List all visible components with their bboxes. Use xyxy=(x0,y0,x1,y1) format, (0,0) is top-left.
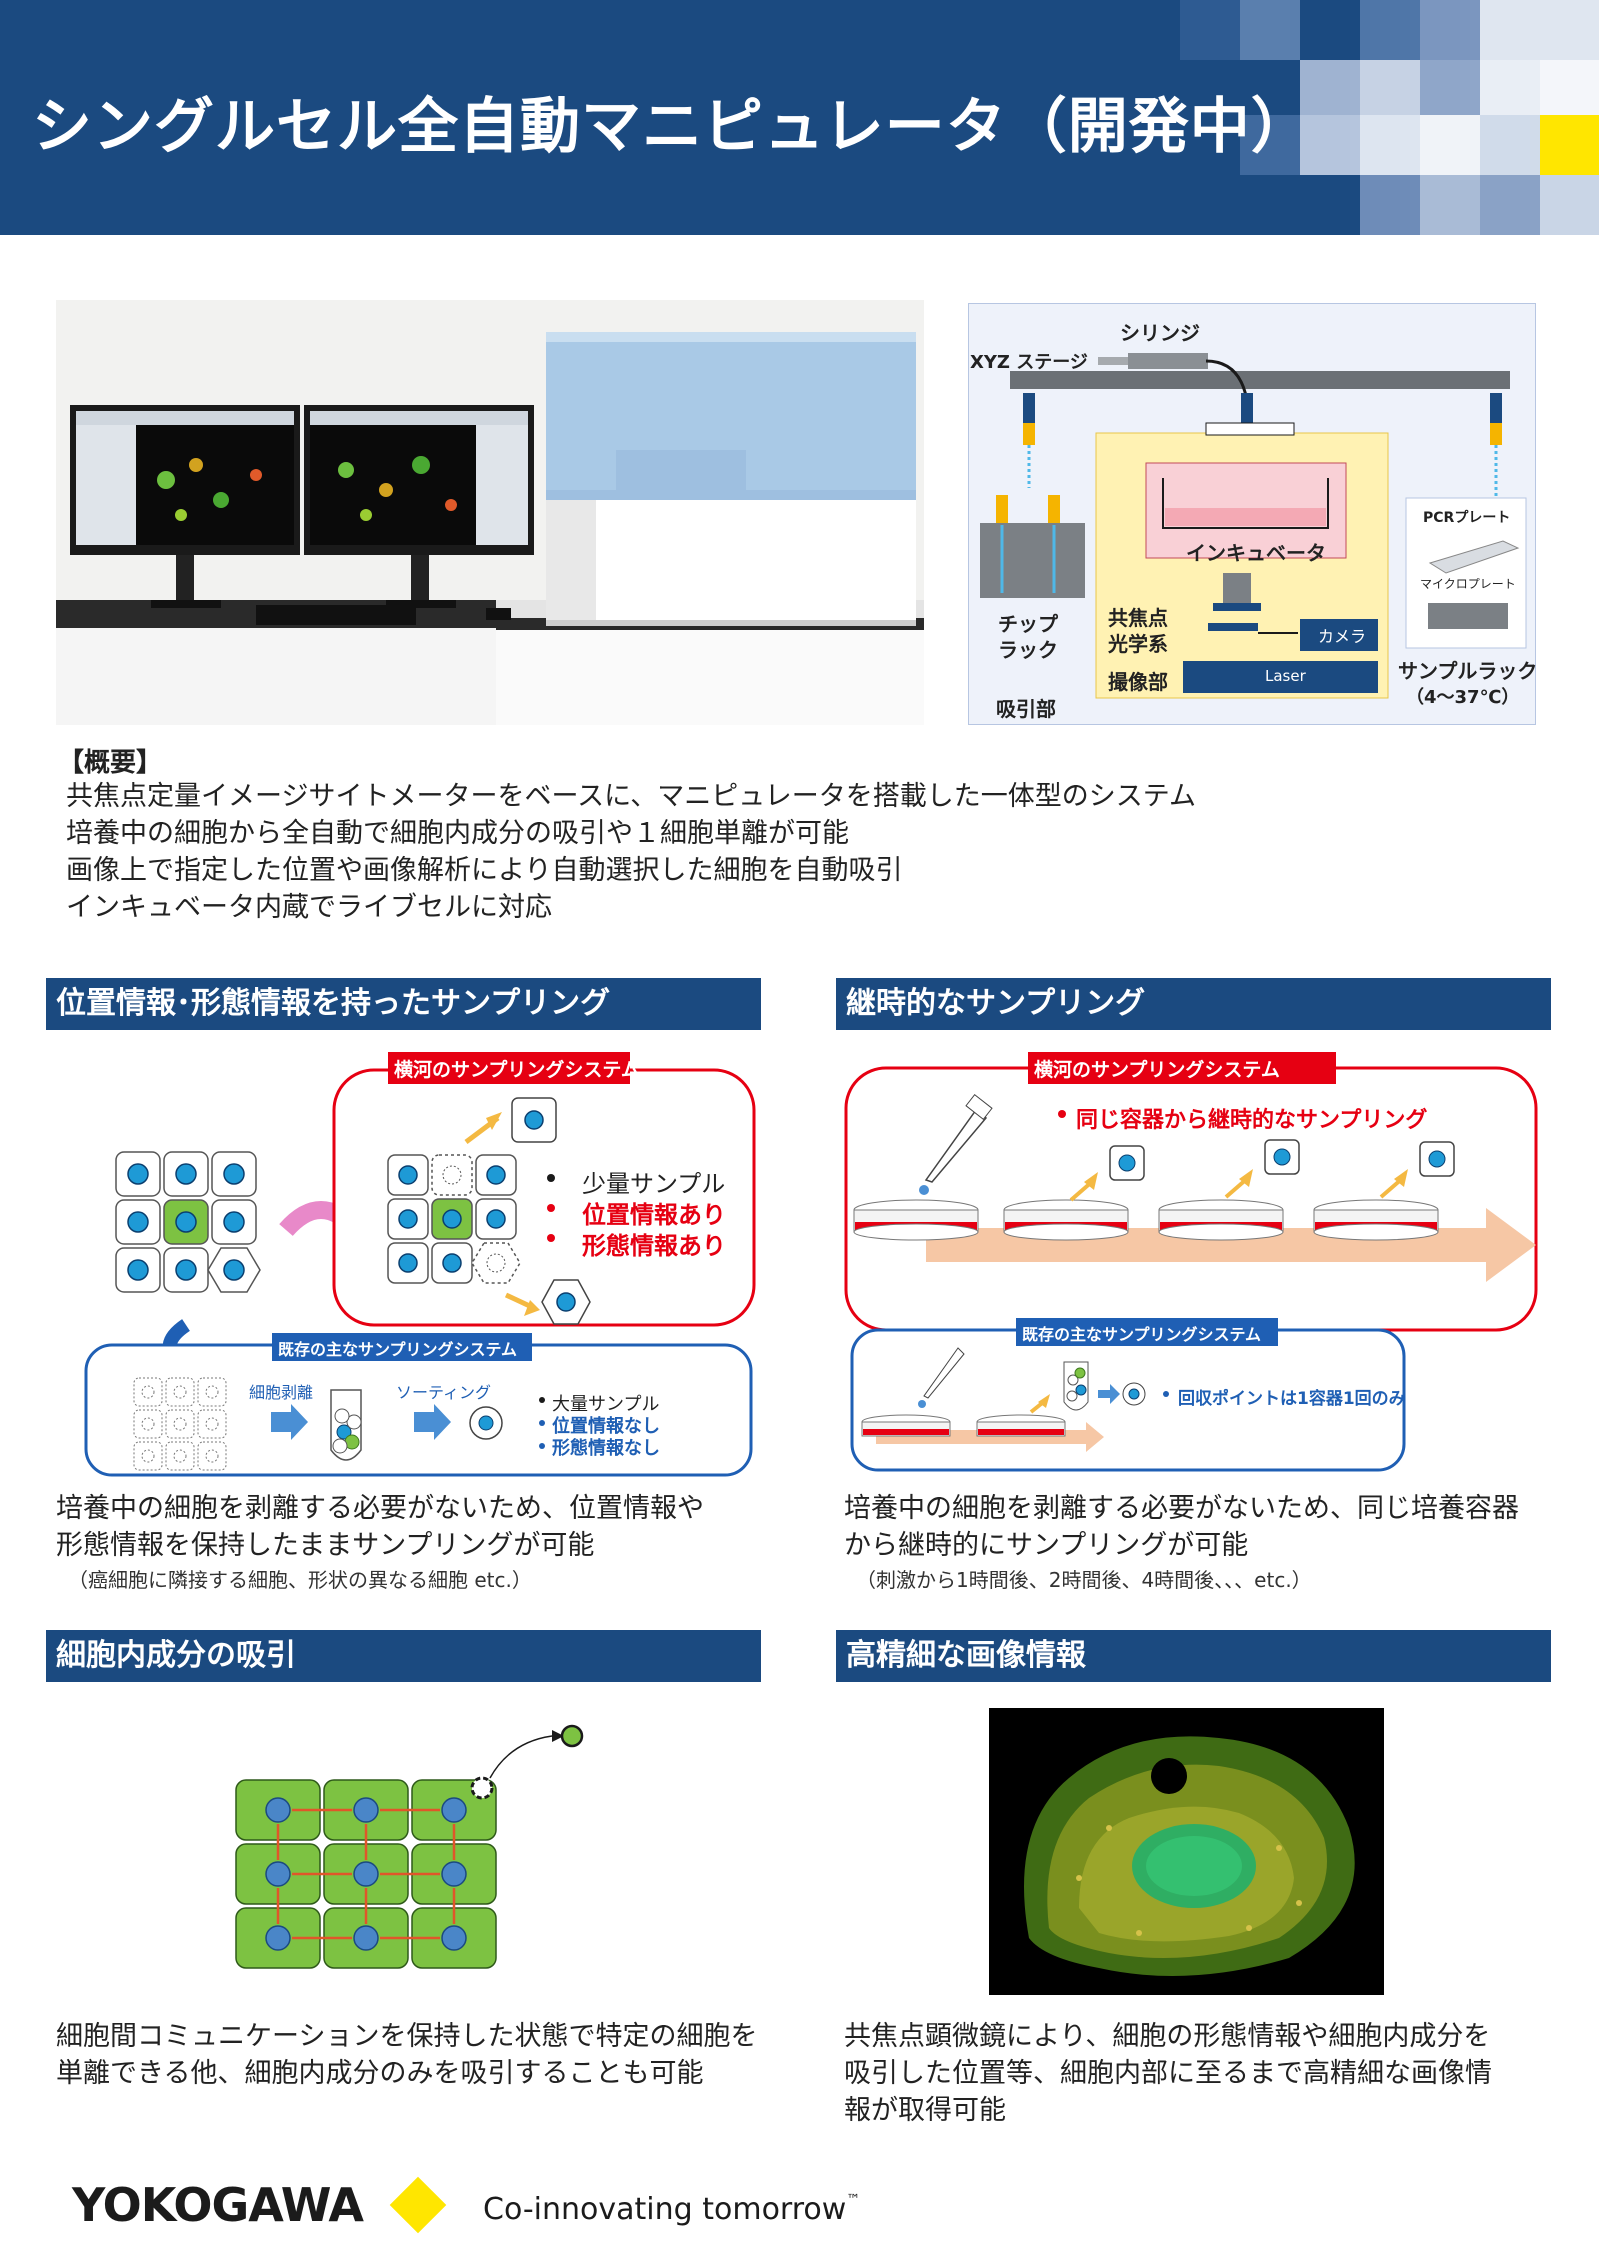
existing-bullet-bulk-sample: 大量サンプル xyxy=(552,1394,660,1415)
page-title: シングルセル全自動マニピュレータ（開発中） xyxy=(32,92,1312,162)
section4-description: 共焦点顕微鏡により、細胞の形態情報や細胞内成分を xyxy=(844,2021,1491,2052)
laser-label: Laser xyxy=(1265,667,1306,685)
overview-heading: 【概要】 xyxy=(58,748,163,778)
overview-line: 培養中の細胞から全自動で細胞内成分の吸引や１細胞単離が可能 xyxy=(66,818,849,849)
section-title-time-course-sampling: 継時的なサンプリング xyxy=(836,978,1551,1030)
section1-description: 培養中の細胞を剥離する必要がないため、位置情報や xyxy=(56,1493,704,1524)
positional-sampling-diagram: 横河のサンプリングシステム 少量サンプル 位置情報あり 形態情報あり 既存の主な… xyxy=(46,1040,761,1480)
existing-system-tag: 既存の主なサンプリングシステム xyxy=(1022,1325,1262,1344)
tip-rack-label: チップ ラック xyxy=(998,612,1058,662)
existing-bullet-no-position: 位置情報なし xyxy=(552,1416,660,1437)
product-photo xyxy=(56,300,924,725)
overview-line: 共焦点定量イメージサイトメーターをベースに、マニピュレータを搭載した一体型のシス… xyxy=(66,781,1196,812)
yokogawa-system-tag: 横河のサンプリングシステム xyxy=(1034,1059,1280,1081)
trademark: ™ xyxy=(846,2192,861,2208)
system-diagram: シリンジ XYZ ステージ インキュベータ PCRプレート マイクロプレート チ… xyxy=(968,303,1538,725)
slogan: Co-innovating tomorrow™ xyxy=(483,2192,860,2227)
section4-description: 吸引した位置等、細胞内部に至るまで高精細な画像情 xyxy=(844,2058,1492,2089)
section-title-intracellular-suction: 細胞内成分の吸引 xyxy=(46,1630,761,1682)
existing-bullet-one-point: 回収ポイントは1容器1回のみ xyxy=(1178,1389,1406,1409)
sample-rack-label: サンプルラック xyxy=(1398,659,1538,683)
section2-note: （刺激から1時間後、2時間後、4時間後、、、etc.） xyxy=(856,1568,1312,1592)
bullet-small-sample: 少量サンプル xyxy=(582,1170,726,1198)
section1-description: 形態情報を保持したままサンプリングが可能 xyxy=(56,1530,595,1561)
bullet-morphology-info: 形態情報あり xyxy=(582,1232,726,1260)
section2-description: から継時的にサンプリングが可能 xyxy=(844,1530,1249,1561)
step-cell-detach: 細胞剥離 xyxy=(249,1383,314,1402)
time-course-sampling-diagram: 横河のサンプリングシステム 同じ容器から継時的なサンプリング 既存の主なサンプリ… xyxy=(836,1040,1551,1480)
bullet-position-info: 位置情報あり xyxy=(582,1201,726,1229)
step-sorting: ソーティング xyxy=(396,1383,492,1402)
overview-line: インキュベータ内蔵でライブセルに対応 xyxy=(66,892,552,923)
confocal-cell-image xyxy=(989,1708,1384,1995)
existing-system-tag: 既存の主なサンプリングシステム xyxy=(278,1340,518,1359)
confocal-optics-label: 共焦点 光学系 xyxy=(1108,606,1168,656)
bullet-time-course: 同じ容器から継時的なサンプリング xyxy=(1076,1108,1428,1133)
yellow-accent-square xyxy=(1540,115,1599,175)
yokogawa-system-tag: 横河のサンプリングシステム xyxy=(394,1059,640,1081)
section-title-high-resolution-imaging: 高精細な画像情報 xyxy=(836,1630,1551,1682)
yokogawa-logo: YOKOGAWA xyxy=(72,2178,364,2232)
existing-bullet-no-morphology: 形態情報なし xyxy=(552,1438,660,1459)
section3-description: 単離できる他、細胞内成分のみを吸引することも可能 xyxy=(56,2058,704,2089)
imaging-unit-label: 撮像部 xyxy=(1108,670,1168,694)
yellow-diamond-icon xyxy=(389,2176,447,2234)
section3-description: 細胞間コミュニケーションを保持した状態で特定の細胞を xyxy=(56,2021,758,2052)
sample-rack-temperature: （4～37℃） xyxy=(1406,687,1520,708)
header-banner: シングルセル全自動マニピュレータ（開発中） xyxy=(0,0,1599,235)
syringe-label: シリンジ xyxy=(1120,321,1200,345)
slogan-text: Co-innovating tomorrow xyxy=(483,2192,847,2227)
camera-label: カメラ xyxy=(1318,627,1367,646)
section1-note: （癌細胞に隣接する細胞、形状の異なる細胞 etc.） xyxy=(68,1568,532,1592)
section2-description: 培養中の細胞を剥離する必要がないため、同じ培養容器 xyxy=(844,1493,1519,1524)
intracellular-suction-diagram xyxy=(230,1720,610,1980)
incubator-label: インキュベータ xyxy=(1186,541,1326,565)
microplate-label: マイクロプレート xyxy=(1420,577,1516,591)
xyz-stage-label: XYZ ステージ xyxy=(970,352,1088,373)
suction-unit-label: 吸引部 xyxy=(996,697,1056,721)
pcr-plate-label: PCRプレート xyxy=(1423,510,1511,526)
overview-line: 画像上で指定した位置や画像解析により自動選択した細胞を自動吸引 xyxy=(66,855,903,886)
section-title-positional-sampling: 位置情報･形態情報を持ったサンプリング xyxy=(46,978,761,1030)
section4-description: 報が取得可能 xyxy=(844,2095,1006,2126)
